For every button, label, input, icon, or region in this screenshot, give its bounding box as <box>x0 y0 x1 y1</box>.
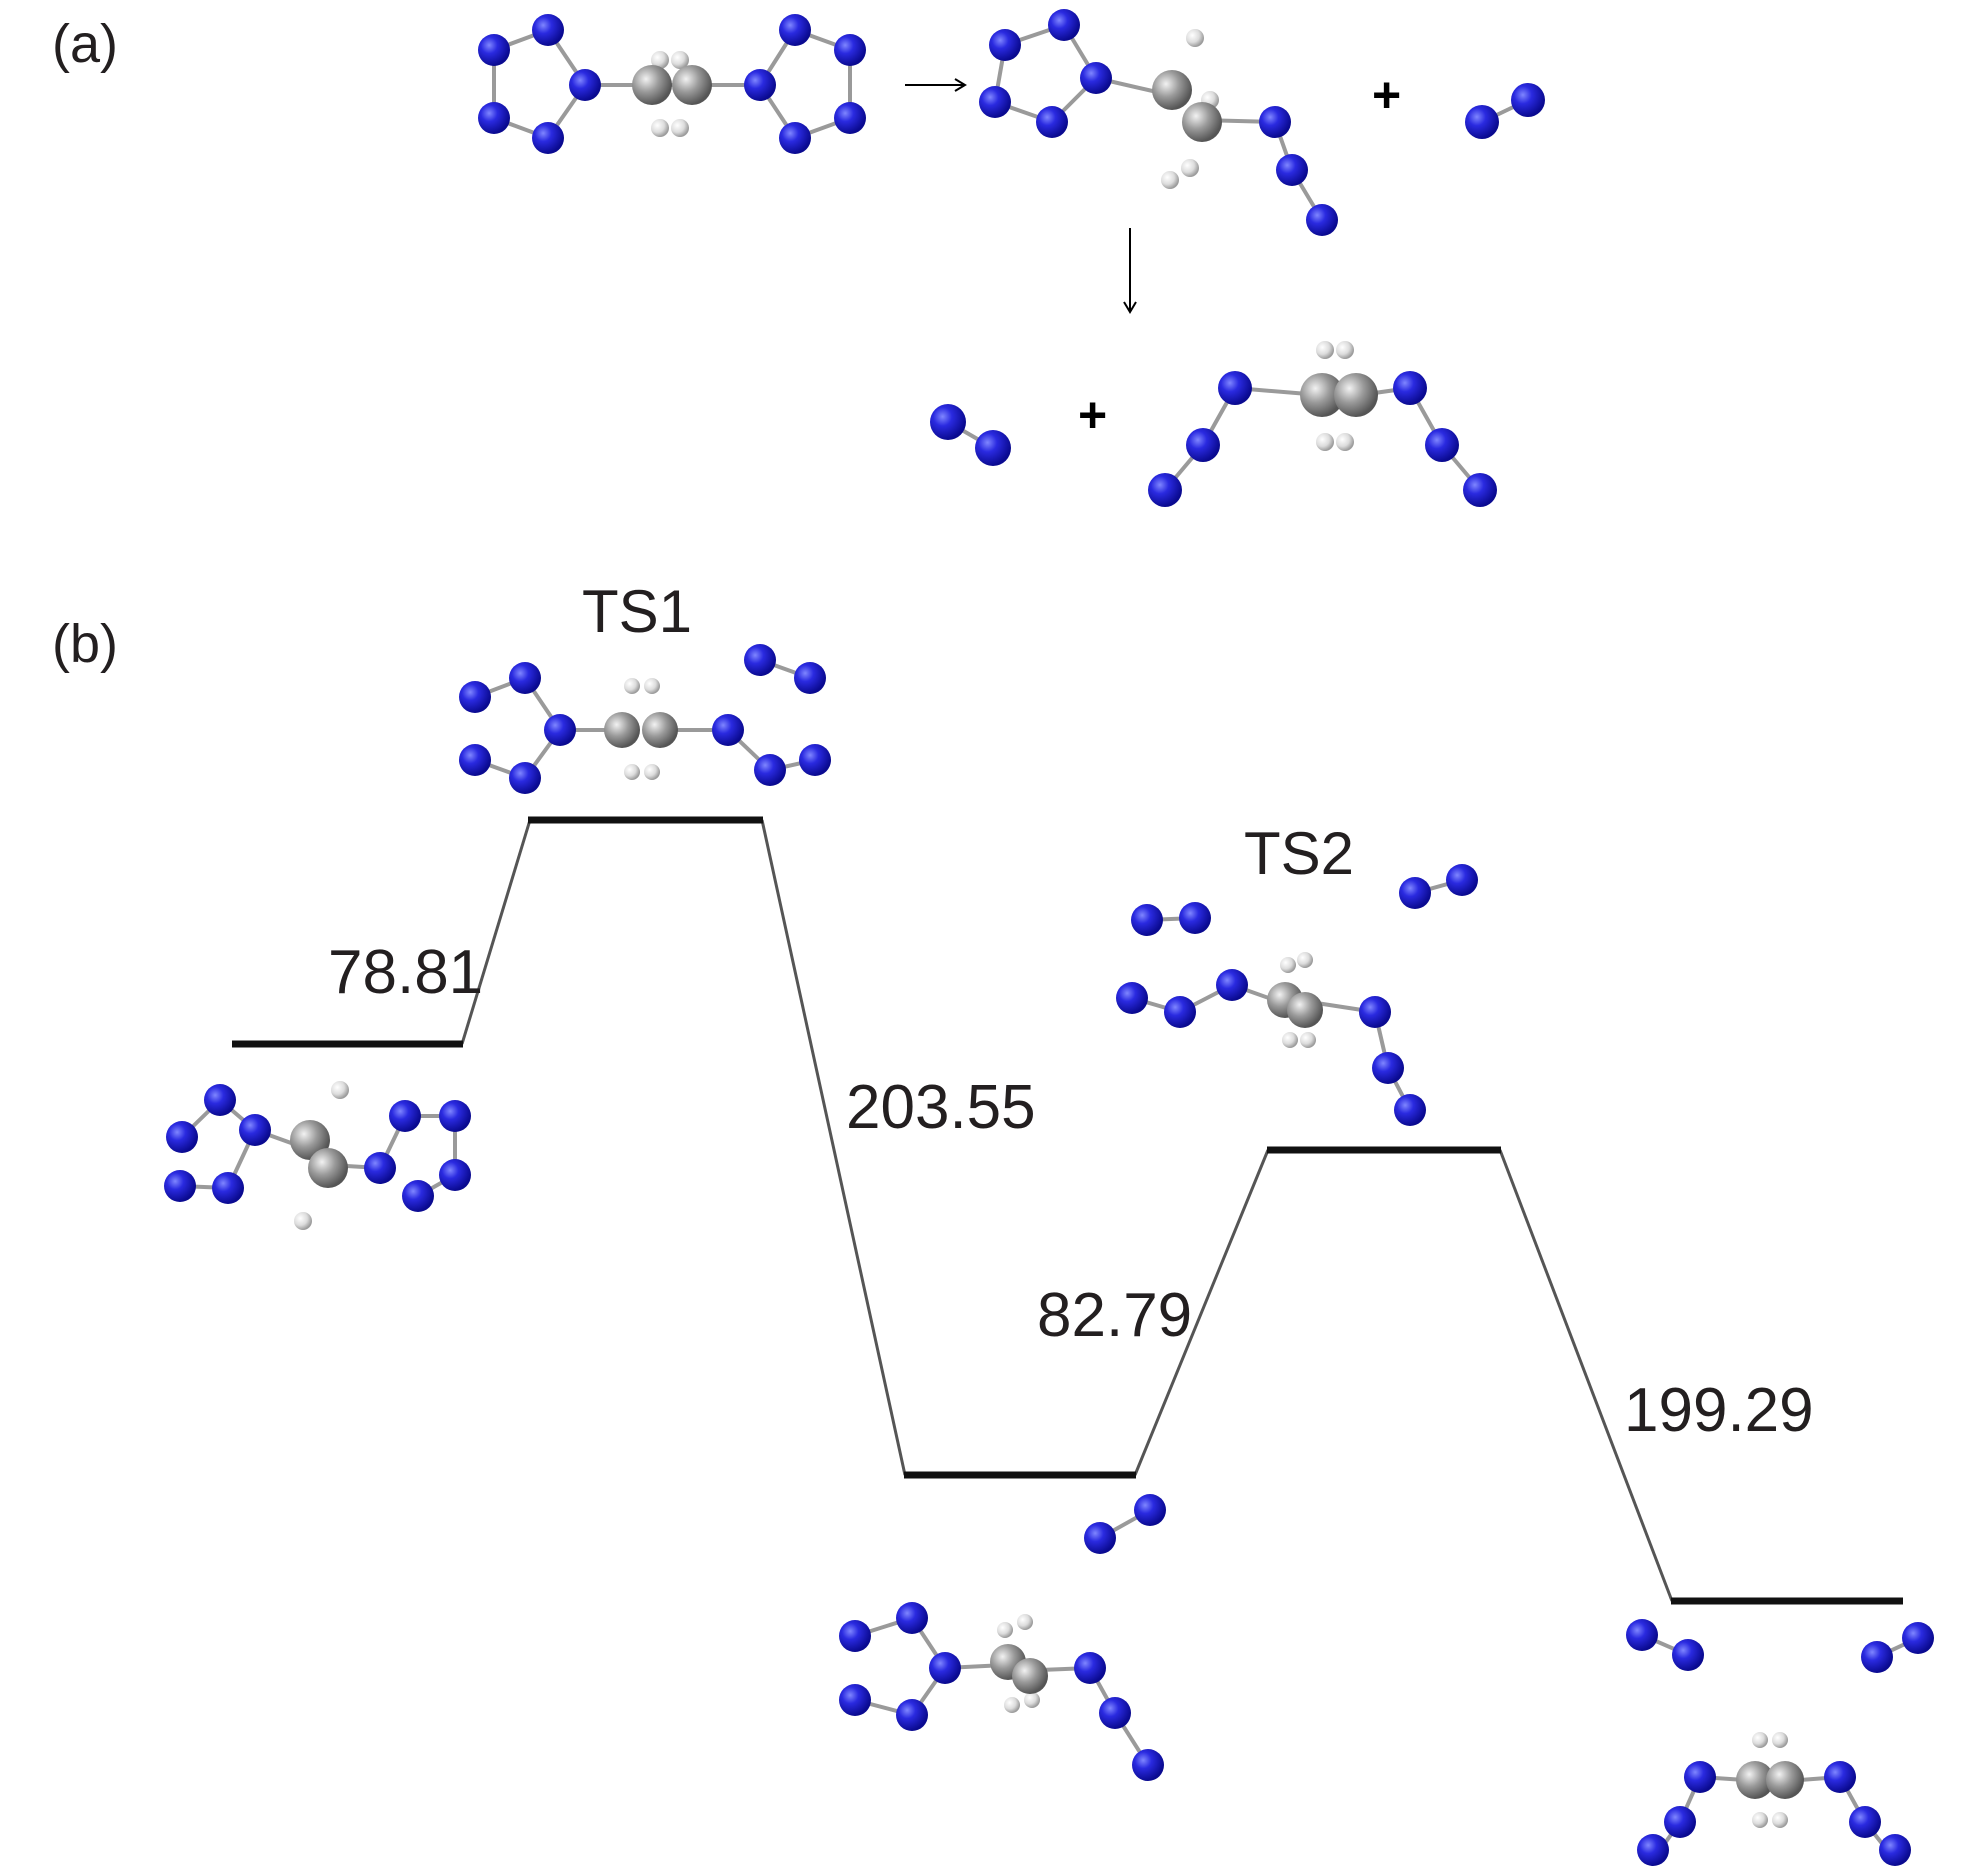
molecule-reactant <box>478 14 866 154</box>
panel-b-label: (b) <box>52 614 118 674</box>
reaction-arrow-down <box>1123 228 1137 314</box>
panel-a: (a) <box>52 9 1545 507</box>
connector-line <box>1133 1149 1270 1476</box>
plus-sign: + <box>1372 67 1401 123</box>
barrier-label: 203.55 <box>846 1073 1036 1142</box>
barrier-label: 78.81 <box>328 938 483 1007</box>
barrier-label: 82.79 <box>1037 1281 1192 1350</box>
connector-line <box>460 819 532 1045</box>
molecule-ts1 <box>459 644 831 794</box>
molecule-n2 <box>930 404 1011 466</box>
molecule-product <box>1148 341 1497 507</box>
connector-line <box>760 819 907 1476</box>
energy-profile <box>232 816 1903 1605</box>
molecule-intermediate <box>979 9 1338 236</box>
molecule-ts2 <box>1116 864 1478 1126</box>
molecule-n2 <box>1465 83 1545 139</box>
molecule-product-b <box>1626 1619 1934 1866</box>
panel-b: (b) TS1 TS2 78.81 203.55 82.79 199.29 <box>52 578 1934 1866</box>
barrier-label: 199.29 <box>1624 1376 1814 1445</box>
ts2-label: TS2 <box>1244 820 1354 887</box>
reaction-arrow-right <box>905 78 967 92</box>
ts1-label: TS1 <box>582 578 692 645</box>
molecule-reactant-b <box>164 1081 471 1230</box>
panel-a-label: (a) <box>52 14 118 74</box>
connector-line <box>1498 1149 1674 1602</box>
plus-sign: + <box>1078 387 1107 443</box>
molecule-intermediate-b <box>839 1494 1166 1781</box>
